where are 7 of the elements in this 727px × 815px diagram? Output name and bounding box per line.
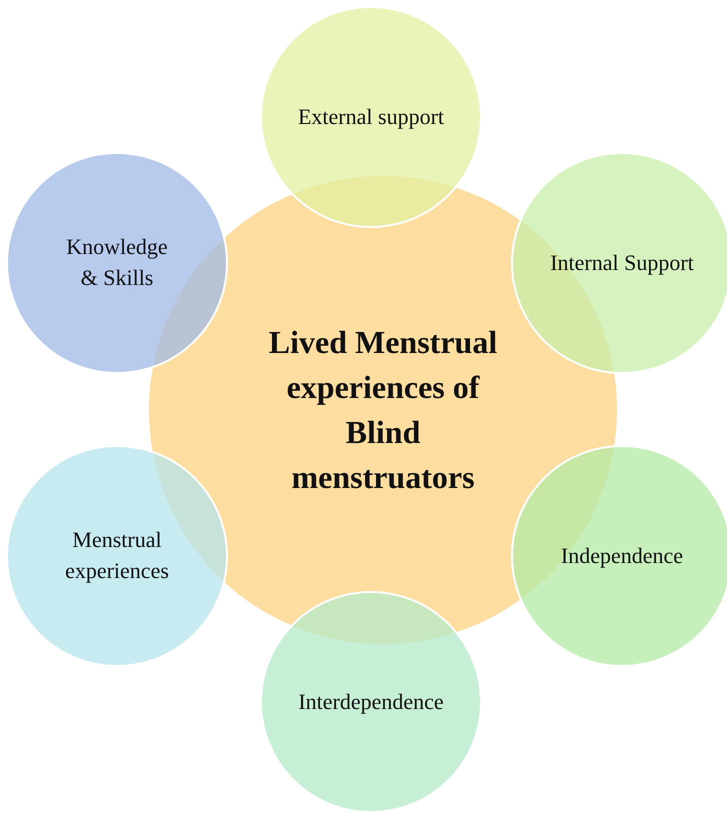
central-title: Lived Menstrual experiences of Blind menstruators — [268, 323, 498, 497]
theme-label: Interdependence — [298, 688, 444, 716]
theme-label: Independence — [560, 542, 684, 570]
theme-label: Menstrual experiences — [64, 526, 170, 585]
theme-label: Internal Support — [550, 248, 694, 277]
theme-label: External support — [298, 102, 444, 131]
theme-label: Knowledge & Skills — [65, 233, 169, 292]
